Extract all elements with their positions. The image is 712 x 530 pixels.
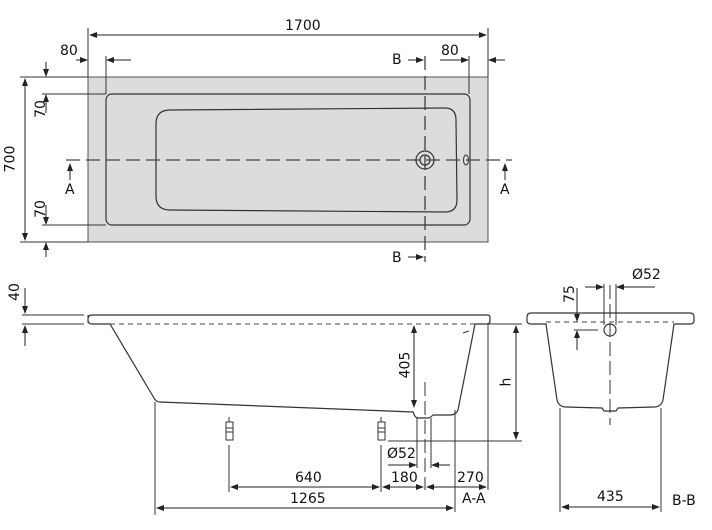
section-aa-title: A-A	[462, 491, 486, 507]
dim-depth: 405	[397, 351, 414, 379]
dim-180: 180	[391, 470, 418, 486]
section-b-b	[526, 284, 695, 512]
dim-overflow-offset: 75	[561, 285, 578, 303]
section-a-marker-left: A	[65, 182, 75, 198]
dim-height: h	[498, 377, 515, 387]
dim-rim-bottom: 70	[32, 200, 49, 218]
dim-overall-width: 700	[2, 145, 19, 173]
section-b-marker-bottom: B	[392, 250, 402, 266]
dim-rim-height: 40	[6, 283, 23, 301]
dim-rim-top: 70	[32, 100, 49, 118]
dim-1265: 1265	[290, 491, 326, 507]
foot-right	[377, 417, 386, 441]
plan-view	[20, 28, 512, 262]
dim-270: 270	[457, 470, 484, 486]
dim-640: 640	[295, 470, 322, 486]
section-a-a	[22, 288, 522, 515]
dim-overall-length: 1700	[285, 18, 321, 34]
dim-rim-right: 80	[441, 43, 459, 59]
dim-overflow-diameter: Ø52	[632, 267, 661, 283]
foot-left	[225, 417, 234, 441]
section-b-marker-top: B	[392, 52, 402, 68]
dim-drain-diameter: Ø52	[387, 446, 416, 462]
section-a-marker-right: A	[500, 182, 510, 198]
section-bb-title: B-B	[672, 493, 696, 509]
dim-bottom-width: 435	[597, 489, 624, 505]
dim-rim-left: 80	[60, 43, 78, 59]
